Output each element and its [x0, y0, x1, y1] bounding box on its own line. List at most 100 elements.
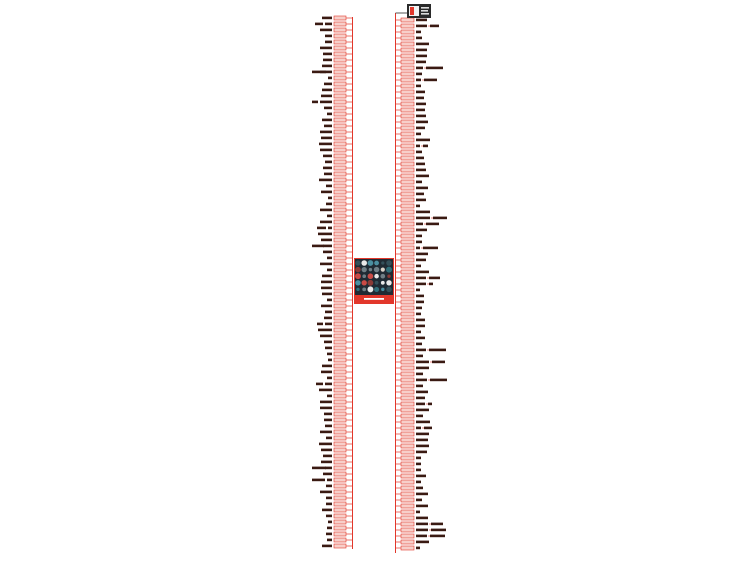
left-branch-node[interactable] [333, 465, 347, 471]
left-branch-node[interactable] [333, 261, 347, 267]
right-branch-node[interactable] [400, 215, 415, 221]
right-branch-node[interactable] [400, 497, 415, 503]
right-branch-node[interactable] [400, 17, 415, 23]
left-branch-node[interactable] [333, 291, 347, 297]
right-branch-node[interactable] [400, 209, 415, 215]
left-branch-node[interactable] [333, 387, 347, 393]
right-branch-node[interactable] [400, 71, 415, 77]
left-branch-node[interactable] [333, 183, 347, 189]
left-branch-node[interactable] [333, 51, 347, 57]
right-branch-node[interactable] [400, 149, 415, 155]
right-branch-node[interactable] [400, 35, 415, 41]
right-branch-node[interactable] [400, 317, 415, 323]
left-branch-node[interactable] [333, 429, 347, 435]
left-branch-node[interactable] [333, 135, 347, 141]
left-branch-node[interactable] [333, 99, 347, 105]
left-branch-node[interactable] [333, 165, 347, 171]
right-branch-node[interactable] [400, 83, 415, 89]
right-branch-node[interactable] [400, 449, 415, 455]
right-branch-node[interactable] [400, 59, 415, 65]
right-branch-node[interactable] [400, 221, 415, 227]
right-branch-node[interactable] [400, 479, 415, 485]
left-branch-node[interactable] [333, 177, 347, 183]
left-branch-node[interactable] [333, 105, 347, 111]
left-branch-node[interactable] [333, 321, 347, 327]
left-branch-node[interactable] [333, 519, 347, 525]
left-branch-node[interactable] [333, 315, 347, 321]
left-branch-node[interactable] [333, 363, 347, 369]
right-branch-node[interactable] [400, 179, 415, 185]
left-branch-node[interactable] [333, 117, 347, 123]
right-branch-node[interactable] [400, 461, 415, 467]
left-branch-node[interactable] [333, 123, 347, 129]
right-branch-node[interactable] [400, 515, 415, 521]
left-branch-node[interactable] [333, 381, 347, 387]
right-branch-node[interactable] [400, 119, 415, 125]
left-branch-node[interactable] [333, 267, 347, 273]
right-branch-node[interactable] [400, 425, 415, 431]
left-branch-node[interactable] [333, 273, 347, 279]
left-branch-node[interactable] [333, 231, 347, 237]
right-branch-node[interactable] [400, 323, 415, 329]
right-branch-node[interactable] [400, 437, 415, 443]
left-branch-node[interactable] [333, 375, 347, 381]
right-branch-node[interactable] [400, 329, 415, 335]
left-branch-node[interactable] [333, 399, 347, 405]
right-branch-node[interactable] [400, 347, 415, 353]
right-branch-node[interactable] [400, 365, 415, 371]
right-branch-node[interactable] [400, 125, 415, 131]
right-branch-node[interactable] [400, 455, 415, 461]
left-branch-node[interactable] [333, 279, 347, 285]
left-branch-node[interactable] [333, 333, 347, 339]
left-branch-node[interactable] [333, 189, 347, 195]
right-branch-node[interactable] [400, 389, 415, 395]
left-branch-node[interactable] [333, 129, 347, 135]
right-branch-node[interactable] [400, 419, 415, 425]
left-branch-node[interactable] [333, 39, 347, 45]
left-branch-node[interactable] [333, 45, 347, 51]
left-branch-node[interactable] [333, 87, 347, 93]
right-branch-node[interactable] [400, 203, 415, 209]
right-branch-node[interactable] [400, 395, 415, 401]
left-branch-node[interactable] [333, 423, 347, 429]
left-branch-node[interactable] [333, 327, 347, 333]
left-branch-node[interactable] [333, 447, 347, 453]
right-branch-node[interactable] [400, 443, 415, 449]
right-branch-node[interactable] [400, 293, 415, 299]
right-branch-node[interactable] [400, 305, 415, 311]
right-branch-node[interactable] [400, 353, 415, 359]
right-branch-node[interactable] [400, 173, 415, 179]
right-branch-node[interactable] [400, 41, 415, 47]
right-branch-node[interactable] [400, 371, 415, 377]
right-branch-node[interactable] [400, 185, 415, 191]
left-branch-node[interactable] [333, 207, 347, 213]
right-branch-node[interactable] [400, 503, 415, 509]
left-branch-node[interactable] [333, 75, 347, 81]
left-branch-node[interactable] [333, 393, 347, 399]
right-branch-node[interactable] [400, 95, 415, 101]
left-branch-node[interactable] [333, 507, 347, 513]
right-branch-node[interactable] [400, 89, 415, 95]
left-branch-node[interactable] [333, 489, 347, 495]
left-branch-node[interactable] [333, 483, 347, 489]
left-branch-node[interactable] [333, 15, 347, 21]
right-branch-node[interactable] [400, 275, 415, 281]
left-branch-node[interactable] [333, 63, 347, 69]
left-branch-node[interactable] [333, 357, 347, 363]
left-branch-node[interactable] [333, 345, 347, 351]
right-branch-node[interactable] [400, 263, 415, 269]
left-branch-node[interactable] [333, 81, 347, 87]
right-branch-node[interactable] [400, 383, 415, 389]
right-branch-node[interactable] [400, 545, 415, 551]
left-branch-node[interactable] [333, 513, 347, 519]
right-branch-node[interactable] [400, 107, 415, 113]
right-branch-node[interactable] [400, 239, 415, 245]
right-branch-node[interactable] [400, 137, 415, 143]
left-branch-node[interactable] [333, 195, 347, 201]
right-branch-node[interactable] [400, 335, 415, 341]
right-branch-node[interactable] [400, 131, 415, 137]
right-branch-node[interactable] [400, 257, 415, 263]
left-branch-node[interactable] [333, 297, 347, 303]
right-branch-node[interactable] [400, 527, 415, 533]
left-branch-node[interactable] [333, 435, 347, 441]
